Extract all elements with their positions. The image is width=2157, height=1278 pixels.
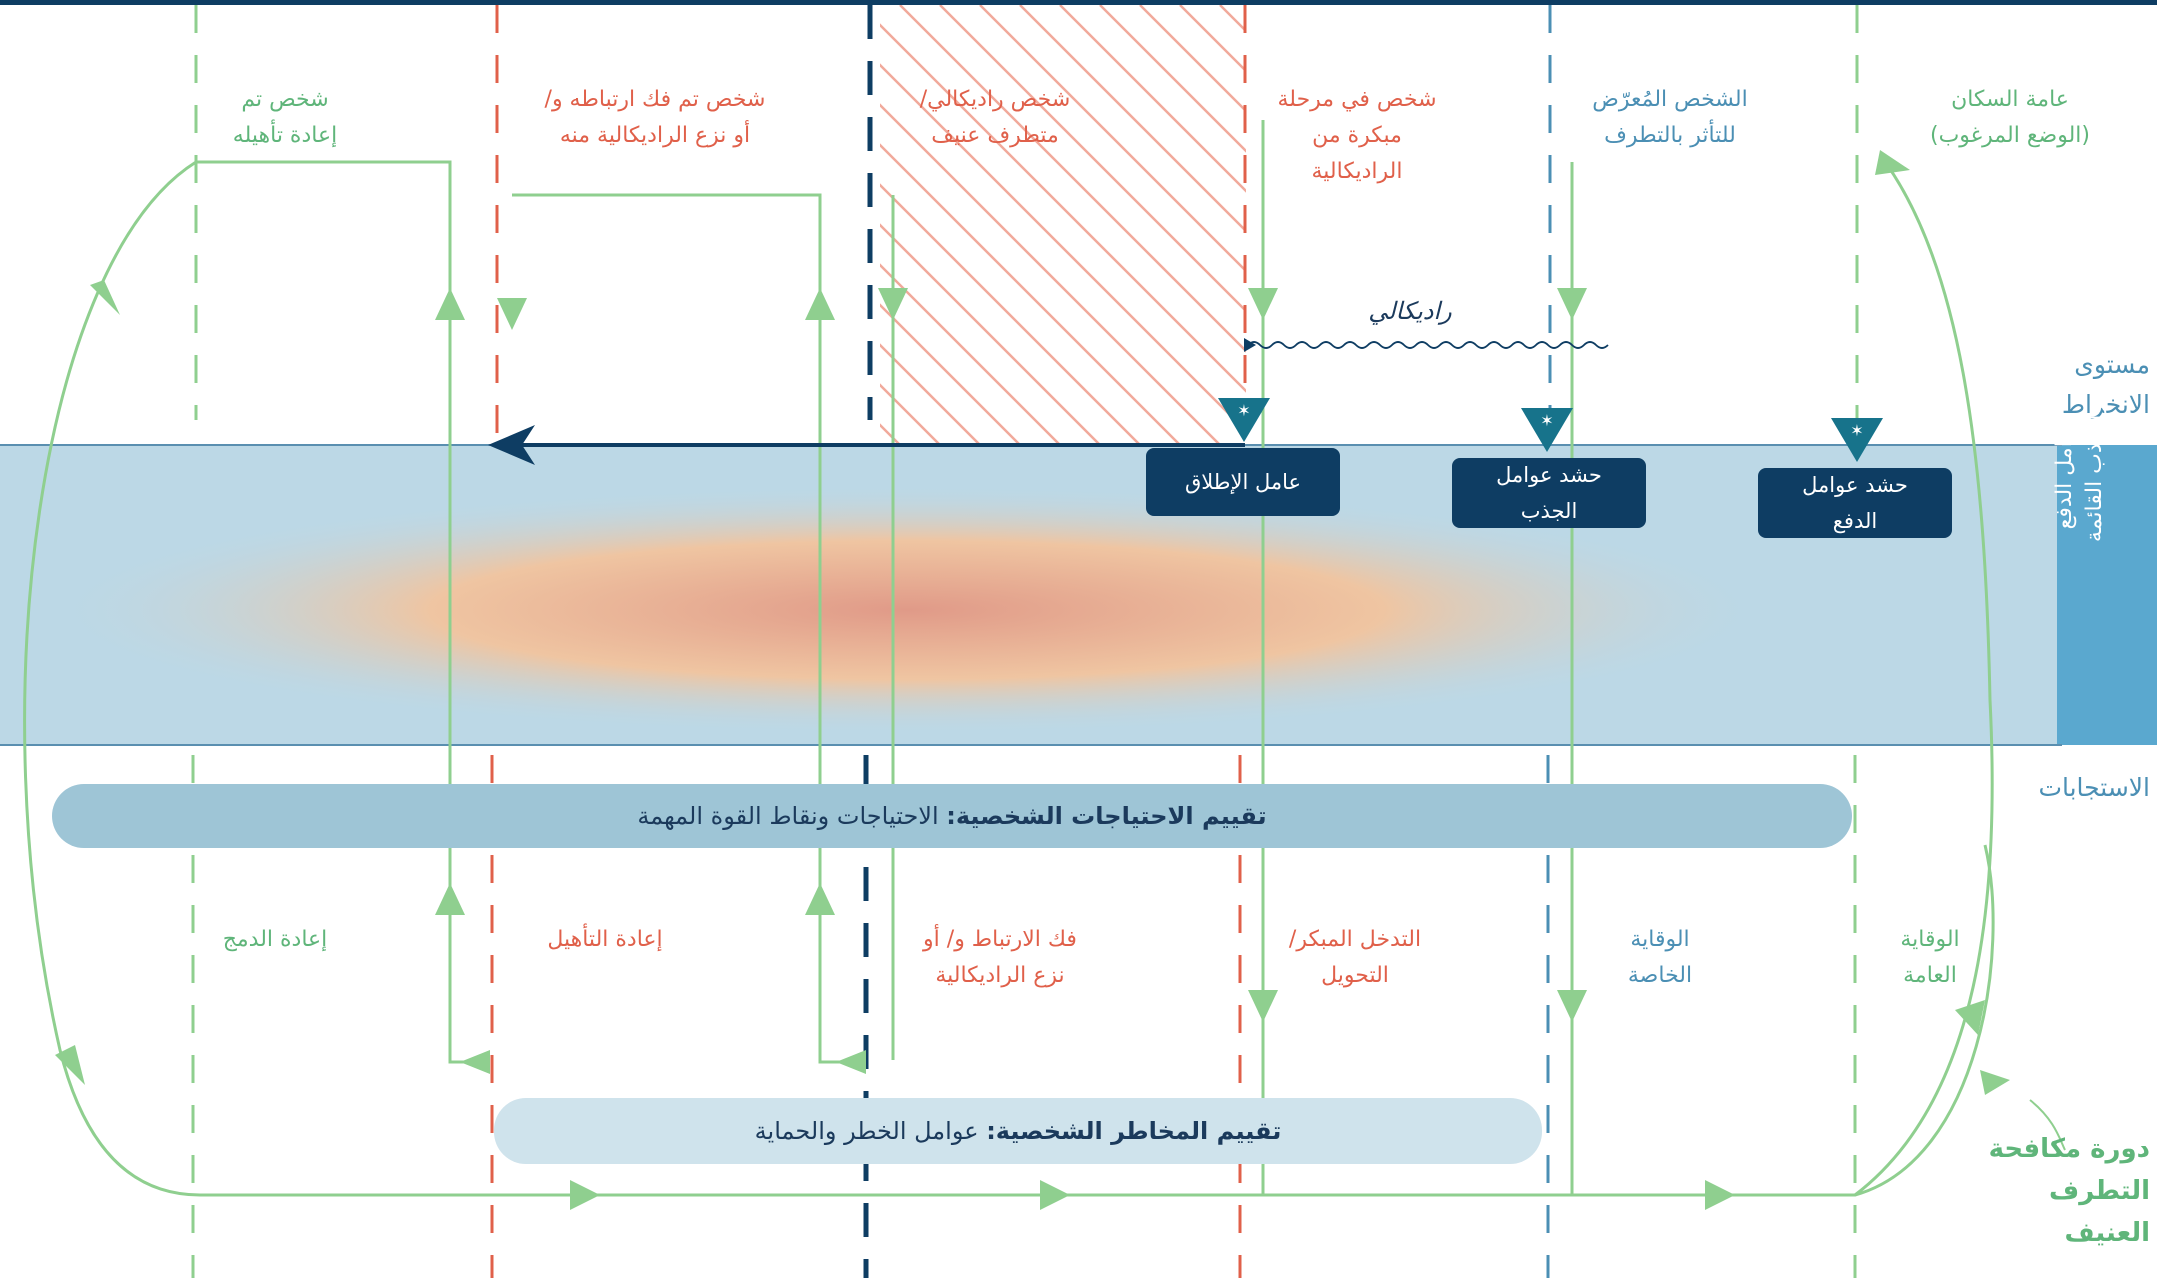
push-pull-factors-label: عوامل الدفع والجذب القائمة (2052, 403, 2107, 543)
engagement-level-label: مستوى الانخراط (2061, 350, 2150, 419)
svg-text:✶: ✶ (1237, 401, 1250, 420)
response-rehabilitation: إعادة التأهيل (547, 927, 663, 952)
risk-assessment-detail: عوامل الخطر والحماية (754, 1117, 987, 1145)
response-early-intervention: التدخل المبكر/ التحويل (1288, 927, 1422, 988)
top-rule (0, 0, 2157, 5)
stage-dividers (191, 5, 1859, 1278)
cve-cycle-label: دورة مكافحة التطرف العنيف (1988, 1134, 2150, 1248)
stage-general-population: عامة السكان (الوضع المرغوب) (1930, 87, 2090, 148)
stage-disengaged: شخص تم فك ارتباطه و/ أو نزع الراديكالية … (544, 87, 766, 148)
response-reintegration: إعادة الدمج (222, 927, 328, 952)
band-side-tab (2057, 445, 2157, 745)
cycle-arrows (55, 150, 2010, 1210)
stage-exposed-person: الشخص المُعرّض للتأثر بالتطرف (1592, 87, 1748, 148)
needs-assessment-title: تقييم الاحتياجات الشخصية: (946, 802, 1267, 830)
responses-label: الاستجابات (2038, 773, 2150, 802)
stage-rehabilitated: شخص تم إعادة تأهيله (232, 87, 338, 148)
stage-radical-violent-extremist: شخص راديكالي/ متطرف عنيف (919, 87, 1071, 148)
trigger-factor-box: عامل الإطلاق (1146, 448, 1340, 516)
radical-wave (1247, 341, 1609, 349)
needs-assessment-bar: تقييم الاحتياجات الشخصية: الاحتياجات ونق… (52, 784, 1852, 848)
svg-text:✶: ✶ (1540, 411, 1553, 430)
response-general-prevention: الوقاية العامة (1900, 927, 1960, 988)
engagement-arrowhead (488, 425, 535, 465)
radical-zone-hatch (880, 5, 1246, 445)
needs-assessment-detail: الاحتياجات ونقاط القوة المهمة (637, 802, 947, 830)
factor-markers: ✶ ✶ ✶ (1218, 398, 1883, 462)
radical-label: راديكالي (1368, 297, 1452, 325)
risk-assessment-title: تقييم المخاطر الشخصية: (986, 1117, 1282, 1145)
response-disengagement: فك الارتباط و/ أو نزع الراديكالية (923, 927, 1077, 988)
risk-assessment-bar: تقييم المخاطر الشخصية: عوامل الخطر والحم… (494, 1098, 1542, 1164)
stage-early-radicalization: شخص في مرحلة مبكرة من الراديكالية (1277, 87, 1437, 184)
svg-text:✶: ✶ (1850, 421, 1863, 440)
pull-factors-box: حشد عوامل الجذب (1452, 458, 1646, 528)
response-specific-prevention: الوقاية الخاصة (1627, 927, 1693, 988)
heat-gradient (0, 445, 2062, 745)
radical-wave-arrow (1244, 338, 1256, 352)
push-factors-box: حشد عوامل الدفع (1758, 468, 1952, 538)
